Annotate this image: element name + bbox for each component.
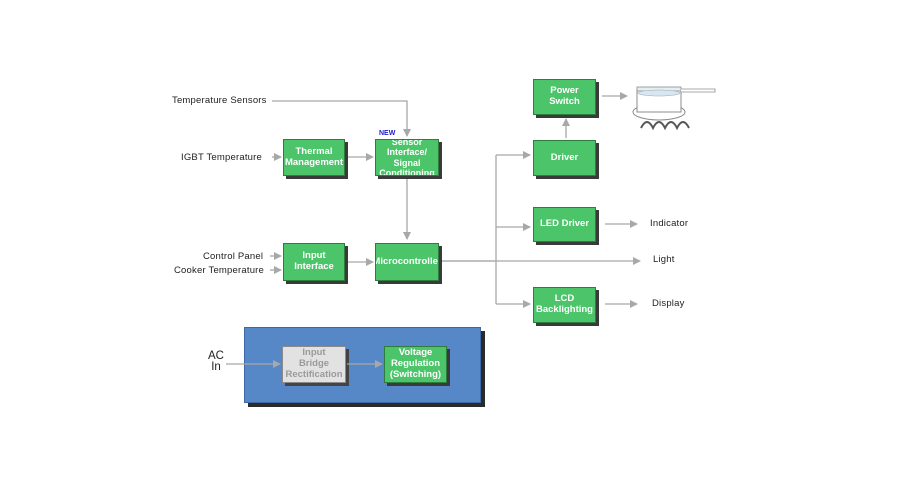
control-panel-label: Control Panel [203,251,264,262]
sensor-interface-block: Sensor Interface/ Signal Conditioning [375,139,439,176]
cooker-temperature-label: Cooker Temperature [174,265,265,276]
wire-temp-sensors [272,100,411,137]
input-bridge-rectification-block: Input Bridge Rectification [282,346,346,383]
igbt-temperature-label: IGBT Temperature [181,152,262,163]
new-badge: NEW [379,130,396,137]
input-interface-block: Input Interface [283,243,345,281]
lcd-backlighting-block: LCD Backlighting [533,287,596,323]
microcontroller-block: Microcontroller [375,243,439,281]
cooking-pot-icon [632,86,716,131]
driver-block: Driver [533,140,596,176]
temperature-sensors-label: Temperature Sensors [172,95,267,106]
wire-bus [440,155,497,304]
ac-in-label: AC In [208,350,224,373]
indicator-label: Indicator [650,218,689,229]
power-switch-block: Power Switch [533,79,596,115]
led-driver-block: LED Driver [533,207,596,242]
light-label: Light [653,254,675,265]
thermal-management-block: Thermal Management [283,139,345,176]
voltage-regulation-block: Voltage Regulation (Switching) [384,346,447,383]
display-label: Display [652,298,685,309]
